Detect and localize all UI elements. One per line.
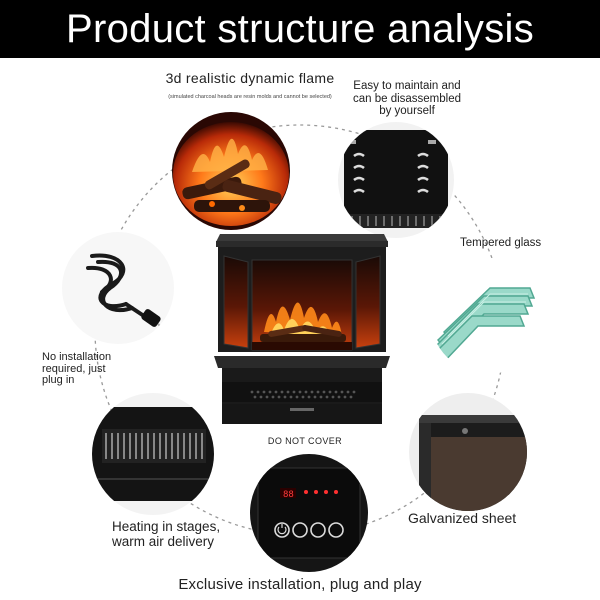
fireplace-product-image [212, 232, 392, 432]
panel-clips-image [338, 122, 454, 238]
tempered-glass-image [430, 258, 546, 374]
do-not-cover-label: DO NOT COVER [267, 436, 343, 446]
page-title: Product structure analysis [66, 7, 534, 51]
no-install-line-1: No installation [42, 351, 112, 363]
no-install-line-3: plug in [42, 374, 75, 386]
maintain-line-2: can be disassembled [352, 92, 462, 105]
exclusive-label: Exclusive installation, plug and play [178, 576, 422, 593]
no-install-line-2: required, just [42, 362, 106, 375]
flame-closeup-image [172, 112, 290, 230]
power-cord-image [62, 232, 174, 344]
control-panel-image: 88 [250, 454, 368, 572]
heating-grille-image [92, 393, 214, 515]
maintain-label: Easy to maintain and can be disassembled… [332, 80, 482, 118]
svg-text:88: 88 [283, 490, 294, 500]
header-banner: Product structure analysis [0, 0, 600, 58]
heating-line-1: Heating in stages, [112, 519, 221, 534]
maintain-line-1: Easy to maintain and [353, 80, 461, 92]
no-install-label: No installation required, just plug in [42, 351, 132, 387]
heating-line-2: warm air delivery [112, 534, 215, 549]
galvanized-label: Galvanized sheet [408, 510, 517, 526]
flame-title: 3d realistic dynamic flame [165, 70, 335, 86]
flame-note: (simulated charcoal heads are resin mold… [168, 94, 332, 100]
galvanized-corner-image [409, 393, 527, 511]
heating-label: Heating in stages, warm air delivery [112, 519, 292, 549]
maintain-line-3: by yourself [379, 105, 435, 117]
glass-label: Tempered glass [460, 237, 542, 249]
